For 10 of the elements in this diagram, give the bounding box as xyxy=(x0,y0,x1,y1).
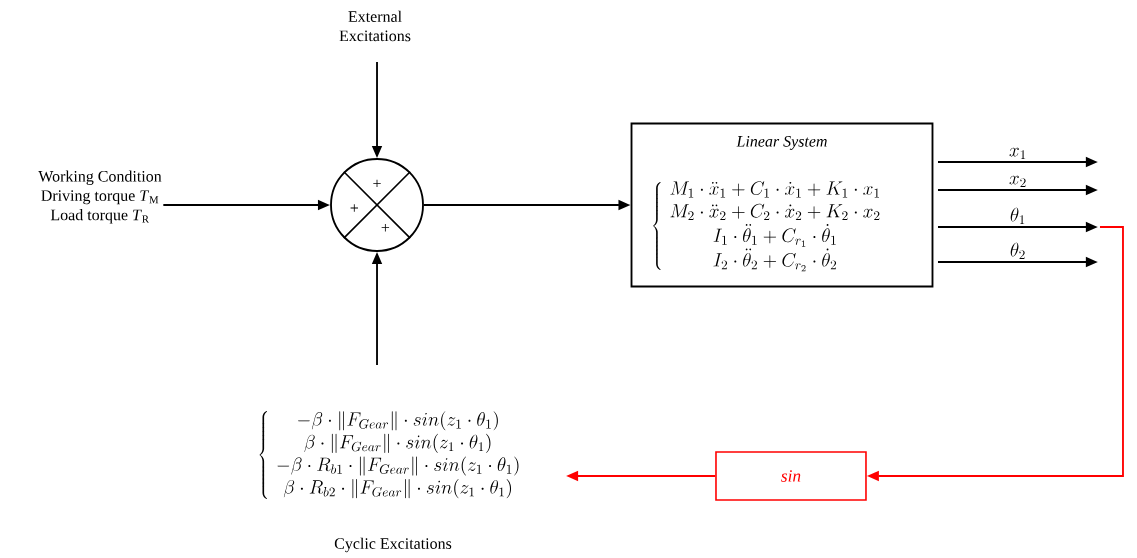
edge-label: $\theta_1$ xyxy=(1010,207,1025,225)
system-box: Linear System $\left\{\begin{array}{c} M_1\cdot\ddot{x}_1 + C_1\cdot\dot{x}_1 + K_1\cdot x_1 \\ M_2\cdot\ddot{x}_2 + C_2\cdot\dot{x}_2 + K_2\cdot x_2 \\ I_1\cdot\ddot{\theta}_1 + C_{r_1}\cdot\dot{\theta}_1 \\ I_2\cdot\ddot{\theta}_2 + C_{r_2}\cdot\dot{\theta}_2 \end{array}\right.$ xyxy=(630,122,934,288)
excitation-formula: $\left\{\begin{array}{c} -\beta\cdot\|F_{Gear}\|\cdot sin(z_1\cdot\theta_1) \\ \beta\cdot\|F_{Gear}\|\cdot sin(z_1\cdot\theta_1) \\ -\beta\cdot R_{b1}\cdot\|F_{Gear}\|\cdot sin(z_1\cdot\theta_1) \\ \beta\cdot R_{b2}\cdot\|F_{Gear}\|\cdot sin(z_1\cdot\theta_1) \end{array}\right.$ Cyclic Excitations xyxy=(259,411,519,553)
edge-label: $x_2$ xyxy=(1009,175,1026,188)
input-text: Working Condition Driving torque T$_{M}$ Load torque T$_{R}$ xyxy=(38,170,162,224)
input-text: External Excitations xyxy=(339,10,411,42)
edge-label: $\theta_2$ xyxy=(1010,242,1025,260)
summing-junction: + + + xyxy=(330,158,424,252)
edge-label: $x_1$ xyxy=(1009,147,1026,160)
function-box: sin xyxy=(715,451,867,501)
